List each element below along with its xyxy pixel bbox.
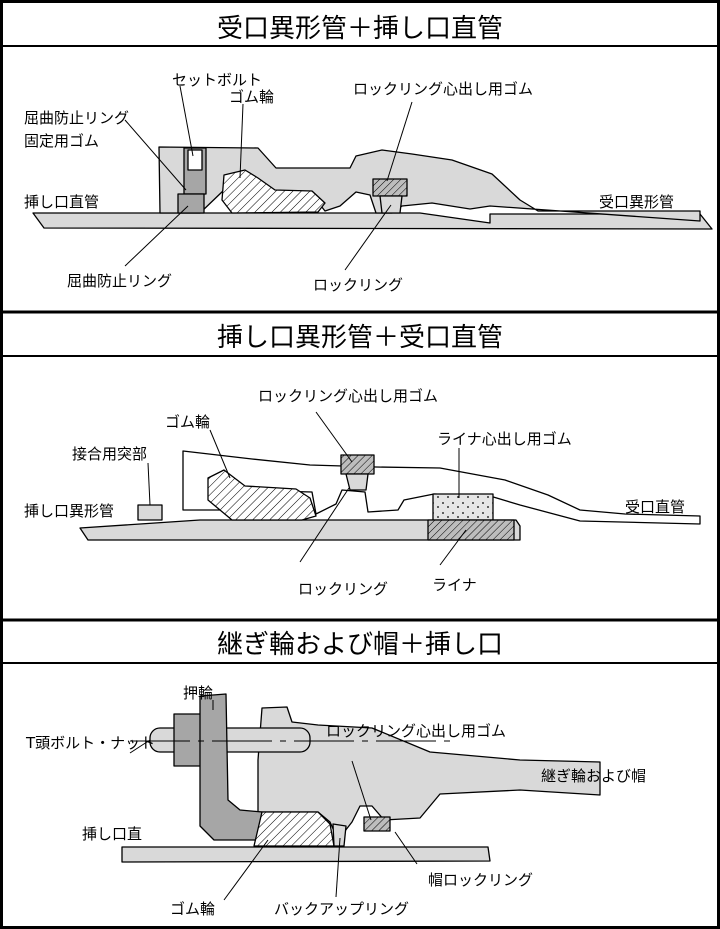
spigot-pipe-body-3 <box>121 846 491 863</box>
label-locking-ring-centering-rubber-2: ロックリング心出し用ゴム <box>258 387 438 405</box>
panel-2-drawing <box>79 411 701 566</box>
label-t-bolt-nut: T頭ボルト・ナット <box>25 734 155 752</box>
label-locking-ring-2: ロックリング <box>298 580 388 598</box>
label-spigot-fitting: 挿し口異形管 <box>24 502 114 520</box>
panel-1-title: 受口異形管＋挿し口直管 <box>216 14 503 44</box>
panel-2-title: 挿し口異形管＋受口直管 <box>216 323 503 353</box>
rubber-ring-3 <box>253 811 335 847</box>
panel-2-labels: ロックリング心出し用ゴム ゴム輪 ライナ心出し用ゴム 接合用突部 挿し口異形管 … <box>24 387 685 598</box>
panel-1-labels: セットボルト ゴム輪 ロックリング心出し用ゴム 屈曲防止リング 固定用ゴム 挿し… <box>24 71 674 294</box>
panel-3-drawing <box>121 693 601 901</box>
label-bend-prevention-1: 屈曲防止リング <box>24 109 129 127</box>
label-cap-locking-ring: 帽ロックリング <box>428 871 533 889</box>
label-rubber-ring-1: ゴム輪 <box>229 88 274 106</box>
locking-ring-centering-rubber-1 <box>379 195 403 214</box>
label-sleeve-and-cap: 継ぎ輪および帽 <box>541 767 646 785</box>
label-set-bolt: セットボルト <box>172 71 262 89</box>
label-socket-straight-pipe: 受口直管 <box>625 498 685 516</box>
cap-locking-ring <box>363 816 391 832</box>
t-bolt-nut <box>173 713 203 767</box>
sleeve-cap-body <box>257 706 601 841</box>
panel-3-title: 継ぎ輪および帽＋挿し口 <box>216 630 503 660</box>
liner <box>427 519 515 541</box>
label-spigot-straight: 挿し口直 <box>82 825 142 843</box>
label-bend-prevention-ring: 屈曲防止リング <box>67 272 172 290</box>
locking-ring-1 <box>372 178 408 197</box>
label-joining-projection: 接合用突部 <box>72 445 147 463</box>
label-locking-ring-1: ロックリング <box>313 276 403 294</box>
bend-prevention-ring <box>177 193 205 214</box>
label-fixing-rubber-1: 固定用ゴム <box>24 132 99 150</box>
locking-ring-2 <box>340 454 375 475</box>
label-locking-ring-centering-rubber-1: ロックリング心出し用ゴム <box>353 80 533 98</box>
panel-1-drawing <box>32 85 713 271</box>
label-socket-fitting: 受口異形管 <box>599 193 674 211</box>
label-gland: 押輪 <box>183 684 213 702</box>
label-spigot-straight-pipe: 挿し口直管 <box>24 193 99 211</box>
joining-projection <box>137 504 163 521</box>
panel-3-labels: 押輪 T頭ボルト・ナット ロックリング心出し用ゴム 継ぎ輪および帽 挿し口直 帽… <box>25 684 646 918</box>
rubber-ring-1 <box>221 169 326 214</box>
label-backup-ring: バックアップリング <box>274 900 409 918</box>
liner-centering-rubber <box>432 493 494 521</box>
label-liner: ライナ <box>432 576 477 594</box>
label-rubber-ring-3: ゴム輪 <box>170 900 215 918</box>
spigot-pipe-body <box>32 212 713 230</box>
rubber-ring-2 <box>207 469 317 521</box>
label-liner-centering-rubber: ライナ心出し用ゴム <box>437 430 572 448</box>
backup-ring <box>332 823 347 847</box>
set-bolt <box>187 149 203 171</box>
label-rubber-ring-2: ゴム輪 <box>165 413 210 431</box>
spigot-fitting-body <box>79 519 521 541</box>
gland <box>199 693 263 841</box>
label-locking-ring-centering-rubber-3: ロックリング心出し用ゴム <box>326 722 506 740</box>
locking-ring-centering-rubber-2 <box>345 473 369 491</box>
